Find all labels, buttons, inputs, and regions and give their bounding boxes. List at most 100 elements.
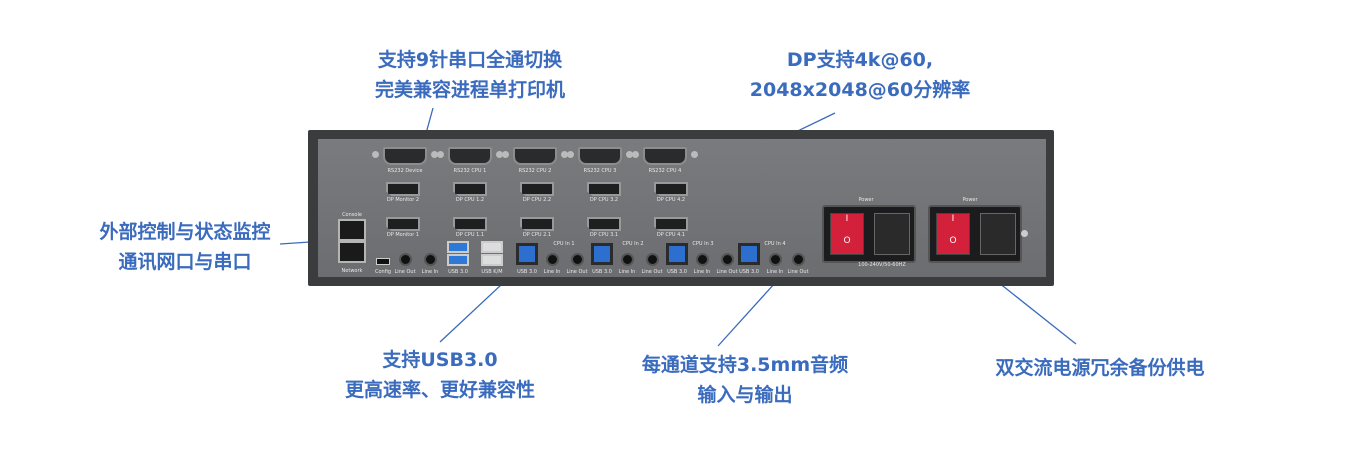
switch-on-mark: I bbox=[845, 214, 849, 224]
callout-line: 2048x2048@60分辨率 bbox=[749, 79, 971, 101]
usb-a-port[interactable] bbox=[447, 241, 469, 253]
rs232-port[interactable] bbox=[513, 147, 557, 165]
dp-port[interactable] bbox=[386, 217, 420, 231]
dp-label: DP CPU 2.2 bbox=[522, 197, 552, 203]
port-label: Line Out bbox=[787, 269, 809, 275]
port-label: Line Out bbox=[716, 269, 738, 275]
port-label: Line Out bbox=[641, 269, 663, 275]
screw-icon bbox=[372, 151, 379, 158]
callout-line: 完美兼容进程单打印机 bbox=[374, 79, 566, 101]
usb-a-port[interactable] bbox=[481, 254, 503, 266]
rs232-label: RS232 Device bbox=[387, 168, 423, 174]
usb-b-port[interactable] bbox=[666, 243, 688, 265]
dp-label: DP CPU 2.1 bbox=[522, 232, 552, 238]
audio-jack[interactable] bbox=[792, 253, 805, 266]
usb-callout: 支持USB3.0 更高速率、更好兼容性 bbox=[345, 345, 535, 405]
network-port[interactable] bbox=[338, 241, 366, 263]
dp-port[interactable] bbox=[453, 182, 487, 196]
port-label: USB 3.0 bbox=[592, 269, 612, 275]
port-label: Line In bbox=[618, 269, 636, 275]
screw-icon bbox=[691, 151, 698, 158]
console-label: Console bbox=[342, 212, 362, 218]
audio-jack[interactable] bbox=[696, 253, 709, 266]
screw-icon bbox=[502, 151, 509, 158]
rs232-label: RS232 CPU 3 bbox=[583, 168, 617, 174]
screw-icon bbox=[431, 151, 438, 158]
audio-jack[interactable] bbox=[721, 253, 734, 266]
audio-jack[interactable] bbox=[424, 253, 437, 266]
audio-jack[interactable] bbox=[546, 253, 559, 266]
dp-label: DP CPU 4.1 bbox=[656, 232, 686, 238]
port-label: USB 3.0 bbox=[448, 269, 468, 275]
ac-inlet-1 bbox=[874, 213, 910, 255]
port-label: USB 3.0 bbox=[667, 269, 687, 275]
usb-b-port[interactable] bbox=[738, 243, 760, 265]
dp-label: DP CPU 3.1 bbox=[589, 232, 619, 238]
port-label: USB 3.0 bbox=[739, 269, 759, 275]
config-port[interactable] bbox=[376, 258, 390, 265]
port-label: Config bbox=[374, 269, 392, 275]
audio-jack[interactable] bbox=[399, 253, 412, 266]
rs232-port[interactable] bbox=[448, 147, 492, 165]
dp-port[interactable] bbox=[654, 217, 688, 231]
screw-icon bbox=[496, 151, 503, 158]
rs232-port[interactable] bbox=[578, 147, 622, 165]
port-label: USB 3.0 bbox=[517, 269, 537, 275]
dp-label: DP Monitor 2 bbox=[386, 197, 420, 203]
usb-b-port[interactable] bbox=[516, 243, 538, 265]
usb-a-port[interactable] bbox=[447, 254, 469, 266]
port-label: Line In bbox=[766, 269, 784, 275]
network-callout: 外部控制与状态监控通讯网口与串口 bbox=[99, 217, 270, 277]
power-label: Power bbox=[962, 197, 978, 203]
audio-jack[interactable] bbox=[621, 253, 634, 266]
callout-line: 双交流电源冗余备份供电 bbox=[995, 357, 1205, 379]
callout-line: 每通道支持3.5mm音频 bbox=[641, 354, 849, 376]
audio-callout: 每通道支持3.5mm音频输入与输出 bbox=[642, 350, 848, 410]
callout-line: 支持USB3.0 bbox=[382, 349, 498, 371]
switch-off-mark: O bbox=[949, 236, 957, 246]
console-port[interactable] bbox=[338, 219, 366, 241]
audio-jack[interactable] bbox=[769, 253, 782, 266]
dp-port[interactable] bbox=[587, 182, 621, 196]
usb-a-port[interactable] bbox=[481, 241, 503, 253]
cpu-in-label: CPU In 4 bbox=[764, 241, 786, 247]
power-callout: 双交流电源冗余备份供电 bbox=[995, 353, 1204, 383]
cpu-in-label: CPU In 1 bbox=[553, 241, 575, 247]
dp-port[interactable] bbox=[654, 182, 688, 196]
port-label: Line In bbox=[693, 269, 711, 275]
callout-line: 更高速率、更好兼容性 bbox=[344, 379, 536, 401]
dp-label: DP CPU 4.2 bbox=[656, 197, 686, 203]
dp-callout: DP支持4k@60,2048x2048@60分辨率 bbox=[750, 45, 970, 105]
port-label: Line In bbox=[543, 269, 561, 275]
rs232-label: RS232 CPU 1 bbox=[453, 168, 487, 174]
usb-b-port[interactable] bbox=[591, 243, 613, 265]
dp-port[interactable] bbox=[587, 217, 621, 231]
callout-line: 外部控制与状态监控 bbox=[99, 221, 271, 243]
screw-icon bbox=[561, 151, 568, 158]
screw-icon bbox=[626, 151, 633, 158]
network-label: Network bbox=[341, 268, 363, 274]
rs232-port[interactable] bbox=[643, 147, 687, 165]
callout-line: 通讯网口与串口 bbox=[118, 251, 252, 273]
ac-inlet-2 bbox=[980, 213, 1016, 255]
power-label: Power bbox=[858, 197, 874, 203]
dp-label: DP CPU 1.1 bbox=[455, 232, 485, 238]
voltage-label: 100-240V/50-60HZ bbox=[858, 262, 906, 268]
dp-port[interactable] bbox=[453, 217, 487, 231]
dp-port[interactable] bbox=[520, 217, 554, 231]
dp-label: DP CPU 3.2 bbox=[589, 197, 619, 203]
screw-icon bbox=[437, 151, 444, 158]
audio-jack[interactable] bbox=[646, 253, 659, 266]
dp-port[interactable] bbox=[520, 182, 554, 196]
ground-icon bbox=[1021, 230, 1028, 237]
rs232-label: RS232 CPU 2 bbox=[518, 168, 552, 174]
cpu-in-label: CPU In 2 bbox=[622, 241, 644, 247]
switch-off-mark: O bbox=[843, 236, 851, 246]
dp-port[interactable] bbox=[386, 182, 420, 196]
audio-jack[interactable] bbox=[571, 253, 584, 266]
rs232-port[interactable] bbox=[383, 147, 427, 165]
